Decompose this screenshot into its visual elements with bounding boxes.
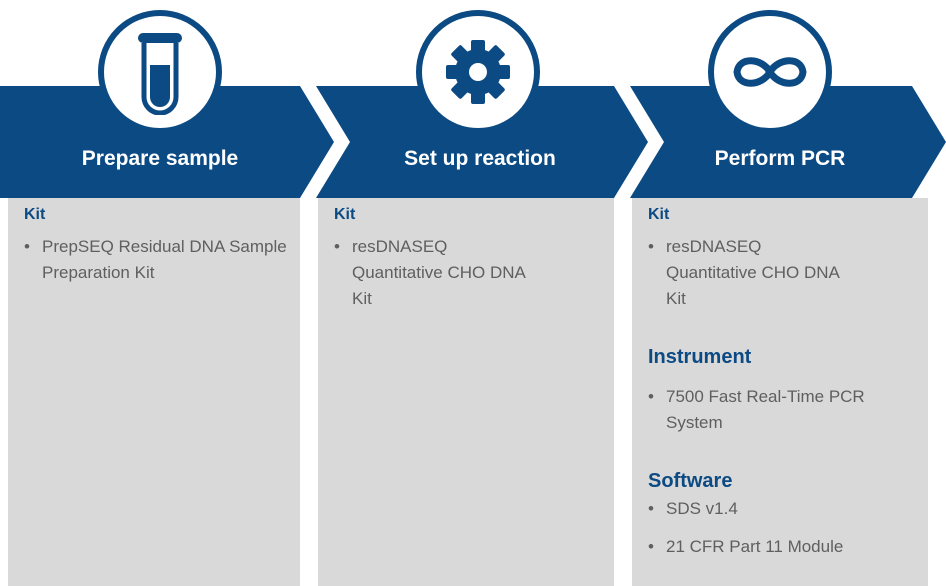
list-item: •PrepSEQ Residual DNA Sample Preparation… [24, 234, 294, 286]
step-3-icon-circle [708, 10, 832, 134]
step-3-panel: Kit •resDNASEQ Quantitative CHO DNA Kit … [632, 198, 928, 586]
kit-heading: Kit [334, 206, 356, 223]
instrument-heading: Instrument [648, 346, 752, 368]
list-item-text: resDNASEQ Quantitative CHO DNA Kit [666, 237, 839, 308]
list-item-text: PrepSEQ Residual DNA Sample Preparation … [42, 237, 287, 282]
software-heading: Software [648, 470, 733, 492]
kit-heading: Kit [648, 206, 670, 223]
list-item-text: 21 CFR Part 11 Module [666, 537, 844, 556]
infinity-icon [733, 57, 807, 87]
list-item: •SDS v1.4 [648, 496, 918, 522]
list-item: •resDNASEQ Quantitative CHO DNA Kit [334, 234, 534, 312]
list-item-text: 7500 Fast Real-Time PCR System [666, 387, 865, 432]
step-1-arrow [0, 86, 334, 198]
kit-heading: Kit [24, 206, 46, 223]
step-1-title: Prepare sample [81, 147, 239, 170]
list-item-text: SDS v1.4 [666, 499, 738, 518]
step-2-icon-circle [416, 10, 540, 134]
list-item-text: resDNASEQ Quantitative CHO DNA Kit [352, 237, 525, 308]
step-3-title: Perform PCR [714, 147, 846, 170]
test-tube-icon [138, 33, 182, 115]
step-1-icon-circle [98, 10, 222, 134]
list-item: •7500 Fast Real-Time PCR System [648, 384, 888, 436]
list-item: •21 CFR Part 11 Module [648, 534, 918, 560]
step-3-arrow [630, 86, 946, 198]
list-item: •resDNASEQ Quantitative CHO DNA Kit [648, 234, 848, 312]
step-2-panel: Kit •resDNASEQ Quantitative CHO DNA Kit [318, 198, 614, 586]
gear-icon [446, 40, 510, 104]
step-1-panel: Kit •PrepSEQ Residual DNA Sample Prepara… [8, 198, 300, 586]
step-2-title: Set up reaction [404, 147, 556, 170]
step-2-arrow [316, 86, 648, 198]
